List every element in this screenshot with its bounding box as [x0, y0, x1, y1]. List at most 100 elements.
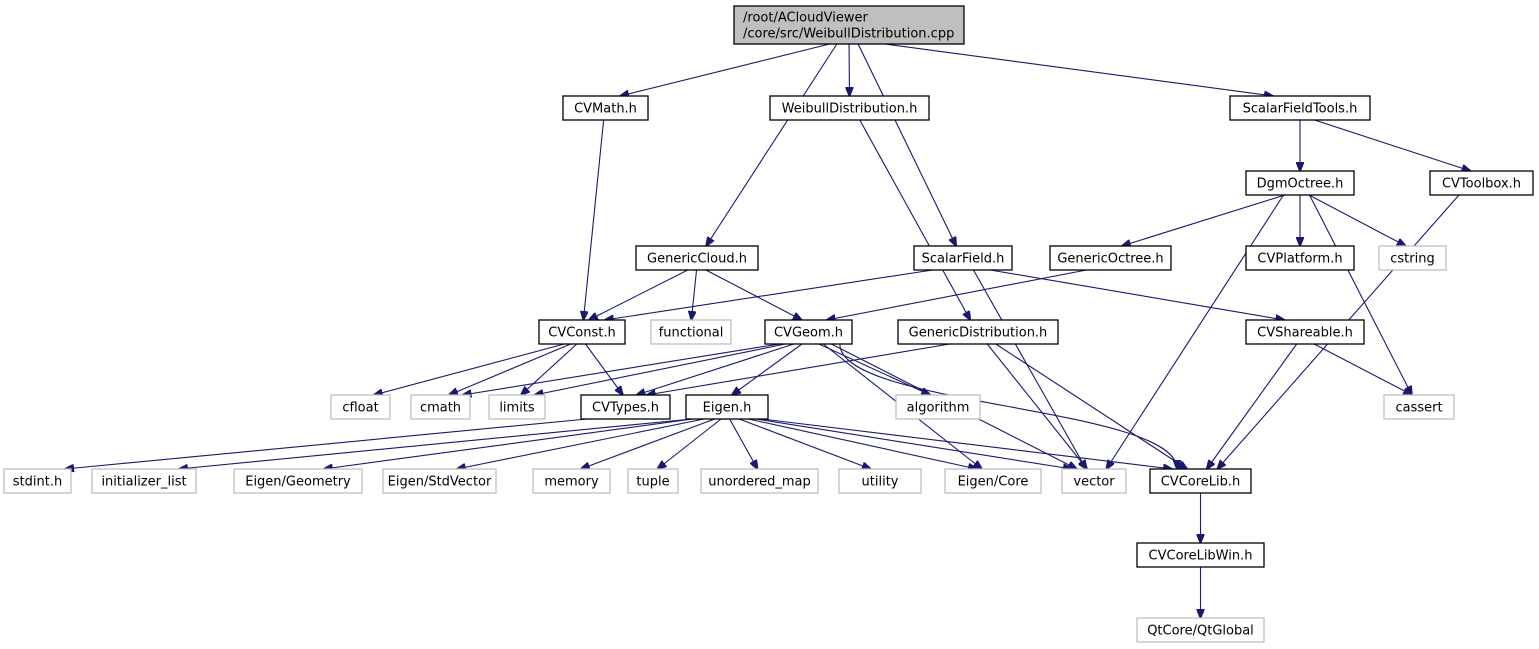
node-genericoctree[interactable]: GenericOctree.h — [1049, 245, 1172, 271]
node-label: CVToolbox.h — [1442, 177, 1521, 192]
node-box — [488, 394, 546, 420]
node-label: GenericOctree.h — [1057, 252, 1163, 267]
node-box — [944, 468, 1042, 494]
edge-cvtypes-to-stdint — [65, 418, 588, 469]
node-box — [410, 394, 471, 420]
node-genericcloud[interactable]: GenericCloud.h — [635, 245, 759, 271]
node-label: utility — [862, 475, 899, 490]
nodes-layer: /root/ACloudViewer/core/src/WeibullDistr… — [3, 5, 1534, 643]
node-box — [1245, 245, 1355, 271]
node-label: limits — [499, 401, 535, 416]
node-label: initializer_list — [101, 475, 186, 490]
node-label: Eigen/StdVector — [388, 475, 492, 490]
edge-genericoctree-to-cvgeom — [827, 269, 1087, 320]
node-box — [769, 95, 930, 121]
node-label: cfloat — [342, 401, 378, 416]
edge-eigen-to-vector — [756, 418, 1072, 469]
node-qtglobal: QtCore/QtGlobal — [1136, 617, 1265, 643]
edge-cvgeom-to-cvtypes — [636, 343, 795, 395]
edge-scalarfield-to-cvshareable — [990, 269, 1284, 320]
node-cstring: cstring — [1378, 245, 1447, 271]
node-box — [1429, 170, 1534, 196]
node-box — [532, 468, 611, 494]
node-label: Eigen/Core — [958, 475, 1029, 490]
node-box — [913, 245, 1013, 271]
node-cvconst[interactable]: CVConst.h — [538, 319, 626, 345]
node-label: /root/ACloudViewer — [743, 11, 868, 26]
node-cfloat: cfloat — [330, 394, 391, 420]
edge-cvgeom-to-limits — [534, 343, 786, 395]
node-box — [538, 319, 626, 345]
node-eigen_geometry: Eigen/Geometry — [233, 468, 363, 494]
node-label: DgmOctree.h — [1257, 177, 1344, 192]
node-cvtoolbox[interactable]: CVToolbox.h — [1429, 170, 1534, 196]
node-initializer_list: initializer_list — [91, 468, 197, 494]
node-cvgeom[interactable]: CVGeom.h — [764, 319, 853, 345]
node-label: CVPlatform.h — [1257, 252, 1342, 267]
edge-genericcloud-to-functional — [691, 269, 698, 320]
edge-cvgeom-to-eigen — [732, 343, 803, 395]
edge-genericdistribution-to-cvcorelib — [995, 343, 1187, 469]
node-box — [1245, 170, 1355, 196]
node-cvmath[interactable]: CVMath.h — [562, 95, 649, 121]
node-weibulldistribution[interactable]: WeibullDistribution.h — [769, 95, 930, 121]
node-label: ScalarFieldTools.h — [1243, 102, 1358, 117]
node-memory: memory — [532, 468, 611, 494]
node-cvshareable[interactable]: CVShareable.h — [1245, 319, 1365, 345]
node-cvplatform[interactable]: CVPlatform.h — [1245, 245, 1355, 271]
node-box — [635, 245, 759, 271]
edge-cvshareable-to-cvcorelib — [1207, 343, 1298, 469]
node-box — [1245, 319, 1365, 345]
edge-cvconst-to-cfloat — [374, 343, 565, 395]
edge-eigen-to-tuple — [657, 418, 722, 469]
edge-cvshareable-to-cassert — [1313, 343, 1412, 395]
node-limits: limits — [488, 394, 546, 420]
node-label: QtCore/QtGlobal — [1147, 624, 1254, 639]
edge-scalarfield-to-cvconst — [605, 269, 933, 320]
node-cassert: cassert — [1383, 394, 1455, 420]
node-box — [1383, 394, 1455, 420]
edge-dgmoctree-to-cstring — [1308, 194, 1406, 246]
node-scalarfield[interactable]: ScalarField.h — [913, 245, 1013, 271]
node-dgmoctree[interactable]: DgmOctree.h — [1245, 170, 1355, 196]
node-box — [650, 319, 732, 345]
node-eigen_stdvector: Eigen/StdVector — [382, 468, 497, 494]
edge-scalarfieldtools-to-cvtoolbox — [1314, 119, 1471, 171]
node-box — [700, 468, 819, 494]
node-box — [233, 468, 363, 494]
node-box — [1378, 245, 1447, 271]
node-label: vector — [1073, 475, 1115, 490]
node-box — [764, 319, 853, 345]
node-label: cstring — [1390, 252, 1434, 267]
node-cvcorelibwin[interactable]: CVCoreLibWin.h — [1136, 542, 1265, 568]
edge-eigen-to-utility — [739, 418, 871, 469]
node-genericdistribution[interactable]: GenericDistribution.h — [897, 319, 1059, 345]
edge-root-to-scalarfieldtools — [885, 43, 1273, 96]
node-algorithm: algorithm — [895, 394, 981, 420]
edge-cvgeom-to-cvcorelib — [839, 343, 1177, 469]
edge-root-to-genericcloud — [706, 43, 838, 246]
node-box — [1136, 617, 1265, 643]
node-label: functional — [659, 326, 724, 341]
node-scalarfieldtools[interactable]: ScalarFieldTools.h — [1229, 95, 1371, 121]
node-box — [382, 468, 497, 494]
node-label: unordered_map — [708, 475, 811, 490]
node-tuple: tuple — [627, 468, 679, 494]
node-box — [562, 95, 649, 121]
edge-root-to-cvmath — [620, 43, 830, 96]
node-eigen[interactable]: Eigen.h — [685, 394, 769, 420]
node-label: stdint.h — [13, 475, 62, 490]
edge-dgmoctree-to-vector — [1106, 194, 1284, 469]
edge-genericdistribution-to-cvtypes — [647, 343, 950, 395]
edge-eigen-to-initializer_list — [179, 418, 693, 469]
node-cvcorelib[interactable]: CVCoreLib.h — [1149, 468, 1252, 494]
node-label: GenericDistribution.h — [909, 326, 1048, 341]
node-cmath: cmath — [410, 394, 471, 420]
node-label: CVMath.h — [574, 102, 637, 117]
node-functional: functional — [650, 319, 732, 345]
node-label: ScalarField.h — [922, 252, 1005, 267]
node-utility: utility — [838, 468, 922, 494]
node-box — [3, 468, 72, 494]
node-cvtypes[interactable]: CVTypes.h — [580, 394, 671, 420]
